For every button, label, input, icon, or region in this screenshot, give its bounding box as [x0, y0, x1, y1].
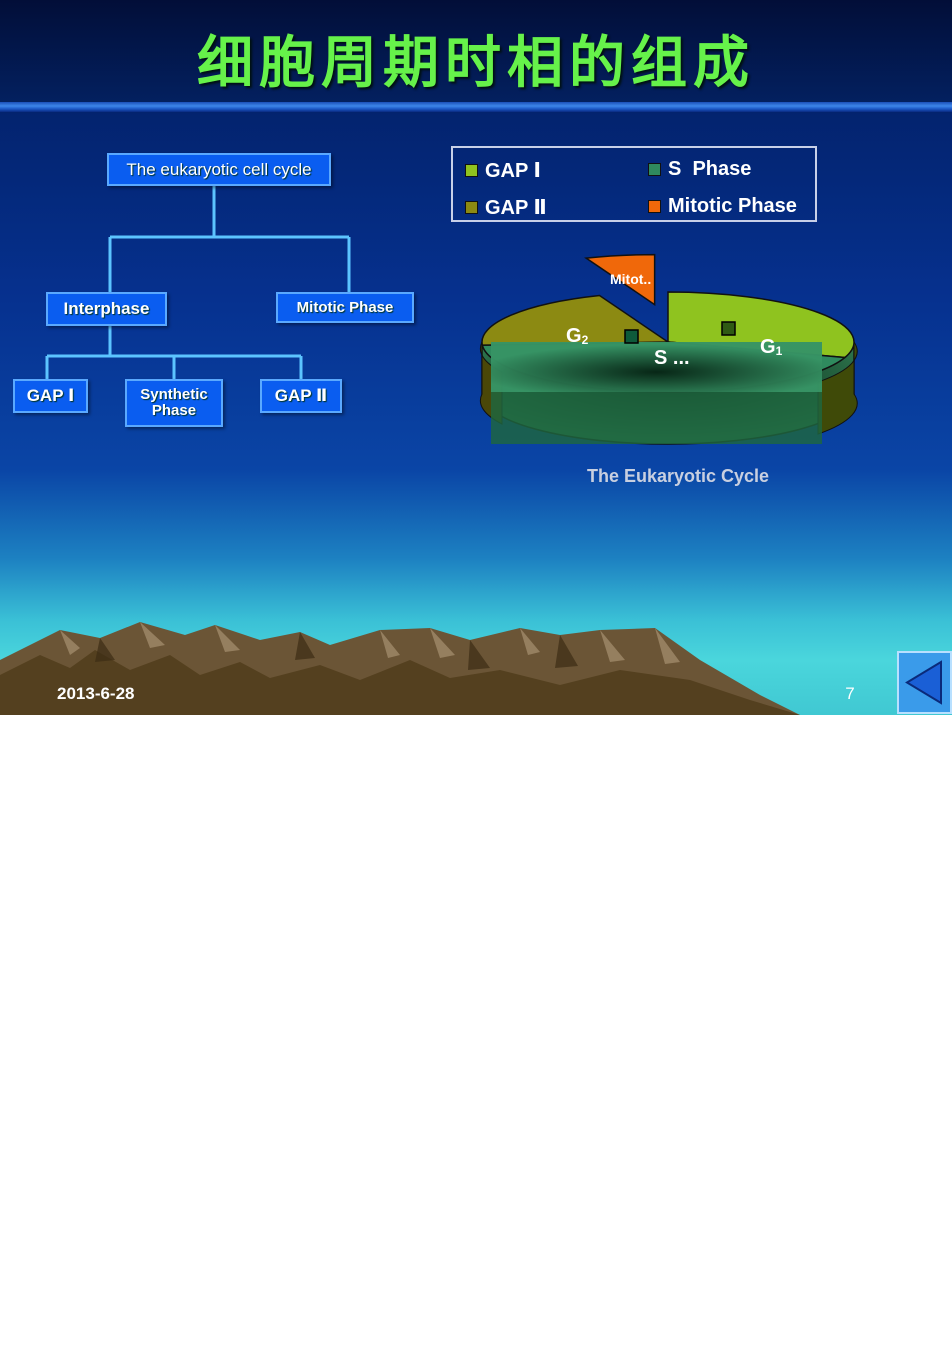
slide: 细胞周期时相的组成 The eukaryotic cell cycle Inte…	[0, 0, 952, 715]
page-number: 7	[845, 684, 855, 703]
s-phase-band	[491, 342, 822, 392]
tree-gap2-box: GAP Ⅱ	[260, 379, 342, 413]
pie-slice-gap2	[481, 294, 671, 346]
tree-synthetic-label-2: Phase	[151, 402, 197, 419]
legend-swatch-gap2	[465, 201, 478, 214]
legend-label-s-phase: S Phase	[668, 158, 752, 180]
mountain-highlights	[60, 622, 680, 664]
legend-swatch-gap1	[465, 164, 478, 177]
pie-slice-gap1	[667, 291, 855, 359]
legend-item-gap1: GAP Ⅰ	[465, 158, 541, 183]
slide-title: 细胞周期时相的组成	[197, 30, 755, 96]
tree-gap1-box: GAP Ⅰ	[13, 379, 88, 413]
pie-marker-1	[624, 329, 639, 344]
connector-root	[108, 185, 351, 294]
legend-item-gap2: GAP Ⅱ	[465, 195, 547, 220]
tree-interphase-box: Interphase	[46, 292, 167, 326]
chart-legend: GAP Ⅰ S Phase GAP Ⅱ Mitotic Phase	[451, 146, 817, 222]
tree-synthetic-box: Synthetic Phase	[125, 379, 223, 427]
tree-gap2-label: GAP Ⅱ	[274, 386, 328, 405]
legend-label-gap2: GAP Ⅱ	[485, 197, 547, 219]
tree-interphase-label: Interphase	[63, 299, 150, 318]
legend-swatch-s-phase	[648, 163, 661, 176]
footer-date: 2013-6-28	[57, 684, 135, 703]
chart-caption: The Eukaryotic Cycle	[586, 466, 770, 486]
pie-marker-0	[721, 321, 736, 336]
tree-mitotic-box: Mitotic Phase	[276, 292, 414, 323]
legend-item-s-phase: S Phase	[648, 158, 751, 181]
tree-synthetic-label-1: Synthetic	[140, 386, 208, 403]
legend-label-gap1: GAP Ⅰ	[485, 160, 541, 182]
mountain-landscape	[0, 622, 800, 715]
tree-root-label: The eukaryotic cell cycle	[126, 159, 312, 179]
legend-label-mitotic: Mitotic Phase	[668, 195, 797, 217]
mountain-front	[0, 650, 800, 715]
pie-slice-mitotic	[584, 253, 656, 307]
tree-connectors	[45, 185, 351, 381]
connector-interphase	[45, 324, 303, 381]
tree-root-box: The eukaryotic cell cycle	[107, 153, 331, 186]
tree-gap1-label: GAP Ⅰ	[26, 386, 75, 405]
pie-label-s-phase: S ...	[654, 347, 690, 369]
back-button[interactable]	[897, 651, 952, 714]
legend-swatch-mitotic	[648, 200, 661, 213]
pie-label-mitotic: Mitot..	[610, 271, 651, 287]
title-divider	[0, 102, 952, 112]
title-band	[0, 0, 952, 102]
triangle-left-icon	[905, 660, 942, 705]
tree-mitotic-label: Mitotic Phase	[296, 299, 394, 316]
legend-item-mitotic: Mitotic Phase	[648, 195, 797, 218]
